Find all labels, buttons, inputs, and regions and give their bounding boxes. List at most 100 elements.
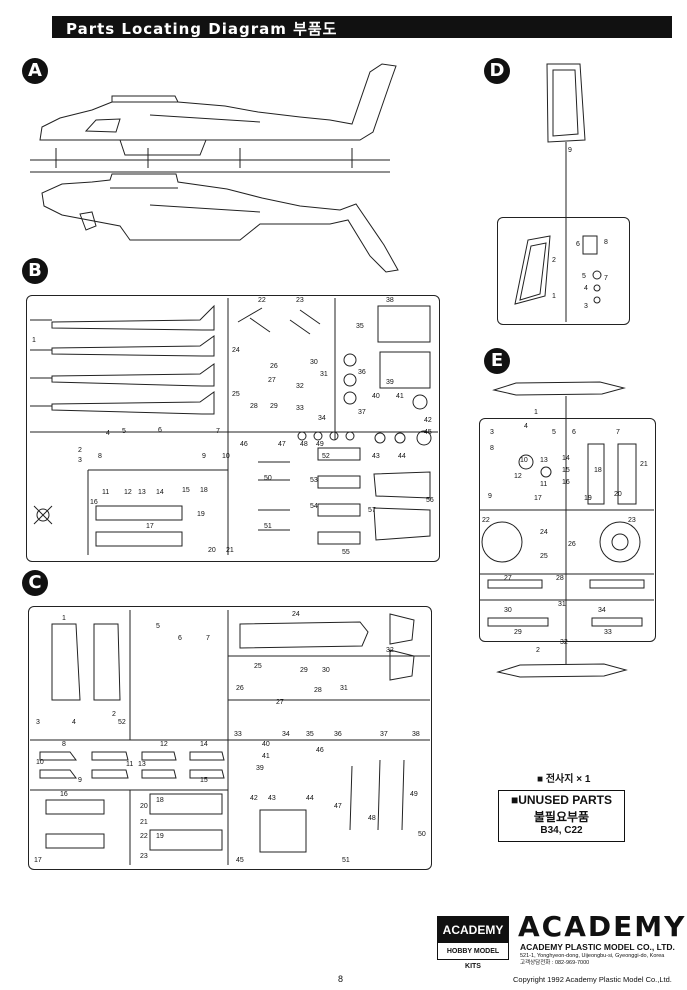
svg-text:17: 17 — [534, 495, 542, 502]
svg-text:42: 42 — [424, 417, 432, 424]
svg-text:23: 23 — [296, 297, 304, 304]
svg-text:44: 44 — [306, 795, 314, 802]
svg-text:3: 3 — [36, 719, 40, 726]
svg-text:7: 7 — [206, 635, 210, 642]
svg-text:49: 49 — [316, 441, 324, 448]
svg-text:2: 2 — [536, 647, 540, 654]
sprue-b-frame — [26, 295, 440, 562]
svg-text:48: 48 — [300, 441, 308, 448]
svg-text:21: 21 — [226, 547, 234, 554]
svg-text:27: 27 — [268, 377, 276, 384]
svg-text:18: 18 — [156, 797, 164, 804]
svg-text:45: 45 — [424, 429, 432, 436]
svg-text:4: 4 — [584, 285, 588, 292]
svg-text:14: 14 — [562, 455, 570, 462]
svg-text:15: 15 — [182, 487, 190, 494]
unused-parts-title: ■UNUSED PARTS — [510, 793, 613, 807]
svg-text:8: 8 — [490, 445, 494, 452]
svg-text:47: 47 — [334, 803, 342, 810]
svg-text:12: 12 — [160, 741, 168, 748]
svg-text:9: 9 — [78, 777, 82, 784]
svg-text:54: 54 — [310, 503, 318, 510]
svg-text:18: 18 — [200, 487, 208, 494]
svg-text:33: 33 — [604, 629, 612, 636]
svg-text:2: 2 — [112, 711, 116, 718]
svg-text:56: 56 — [426, 497, 434, 504]
svg-text:1: 1 — [534, 409, 538, 416]
section-a-badge: A — [22, 58, 48, 84]
svg-text:2: 2 — [552, 257, 556, 264]
svg-text:34: 34 — [282, 731, 290, 738]
svg-text:35: 35 — [306, 731, 314, 738]
svg-text:31: 31 — [558, 601, 566, 608]
svg-text:25: 25 — [540, 553, 548, 560]
svg-text:19: 19 — [584, 495, 592, 502]
svg-text:23: 23 — [140, 853, 148, 860]
section-e-badge: E — [484, 348, 510, 374]
svg-text:29: 29 — [270, 403, 278, 410]
svg-text:16: 16 — [60, 791, 68, 798]
svg-text:32: 32 — [560, 639, 568, 646]
svg-text:43: 43 — [268, 795, 276, 802]
svg-text:6: 6 — [576, 241, 580, 248]
svg-text:22: 22 — [140, 833, 148, 840]
svg-text:19: 19 — [197, 511, 205, 518]
svg-text:34: 34 — [598, 607, 606, 614]
svg-text:11: 11 — [126, 761, 133, 768]
svg-text:29: 29 — [300, 667, 308, 674]
svg-text:38: 38 — [412, 731, 420, 738]
svg-text:14: 14 — [156, 489, 164, 496]
svg-text:40: 40 — [372, 393, 380, 400]
svg-text:29: 29 — [514, 629, 522, 636]
sprue-c-parts — [30, 610, 430, 865]
fuselage-half-upper — [30, 63, 397, 168]
sprue-c-part-numbers: 1 2 3 4 5 6 7 8 9 10 11 12 13 14 15 16 1… — [34, 611, 426, 864]
svg-text:4: 4 — [524, 423, 528, 430]
svg-text:7: 7 — [604, 275, 608, 282]
svg-text:11: 11 — [102, 489, 109, 496]
svg-text:4: 4 — [106, 430, 110, 437]
svg-text:40: 40 — [262, 741, 270, 748]
svg-text:50: 50 — [264, 475, 272, 482]
svg-text:10: 10 — [36, 759, 44, 766]
sprue-e-frame — [479, 418, 656, 642]
sprue-d-canopy — [514, 63, 602, 322]
svg-text:37: 37 — [380, 731, 388, 738]
svg-text:13: 13 — [138, 761, 146, 768]
svg-text:46: 46 — [240, 441, 248, 448]
svg-text:5: 5 — [552, 429, 556, 436]
svg-text:44: 44 — [398, 453, 406, 460]
sprue-d-part-numbers: 1 2 3 4 5 6 7 8 9 — [552, 147, 608, 310]
svg-text:57: 57 — [368, 507, 376, 514]
company-name: ACADEMY PLASTIC MODEL CO., LTD. — [520, 942, 675, 952]
svg-text:6: 6 — [158, 427, 162, 434]
svg-text:16: 16 — [90, 499, 98, 506]
section-b-badge: B — [22, 258, 48, 284]
section-d-badge: D — [484, 58, 510, 84]
svg-text:8: 8 — [98, 453, 102, 460]
section-c-badge: C — [22, 570, 48, 596]
copyright-text: Copyright 1992 Academy Plastic Model Co.… — [513, 975, 672, 984]
svg-text:22: 22 — [258, 297, 266, 304]
svg-text:20: 20 — [208, 547, 216, 554]
svg-text:18: 18 — [594, 467, 602, 474]
svg-text:5: 5 — [122, 428, 126, 435]
svg-text:26: 26 — [568, 541, 576, 548]
svg-text:45: 45 — [236, 857, 244, 864]
svg-text:22: 22 — [482, 517, 490, 524]
svg-text:39: 39 — [386, 379, 394, 386]
company-address: 521-1, Yonghyeon-dong, Uijeongbu-si, Gye… — [520, 953, 665, 959]
svg-text:28: 28 — [556, 575, 564, 582]
svg-text:4: 4 — [72, 719, 76, 726]
company-address-block: 521-1, Yonghyeon-dong, Uijeongbu-si, Gye… — [520, 953, 680, 966]
svg-text:32: 32 — [296, 383, 304, 390]
brand-wordmark: ACADEMY — [518, 910, 687, 943]
svg-text:50: 50 — [418, 831, 426, 838]
svg-text:20: 20 — [140, 803, 148, 810]
svg-text:7: 7 — [216, 428, 220, 435]
svg-text:5: 5 — [582, 273, 586, 280]
svg-text:3: 3 — [490, 429, 494, 436]
company-phone: 고객상담전화 : 082-969-7000 — [520, 959, 590, 966]
svg-text:24: 24 — [232, 347, 240, 354]
